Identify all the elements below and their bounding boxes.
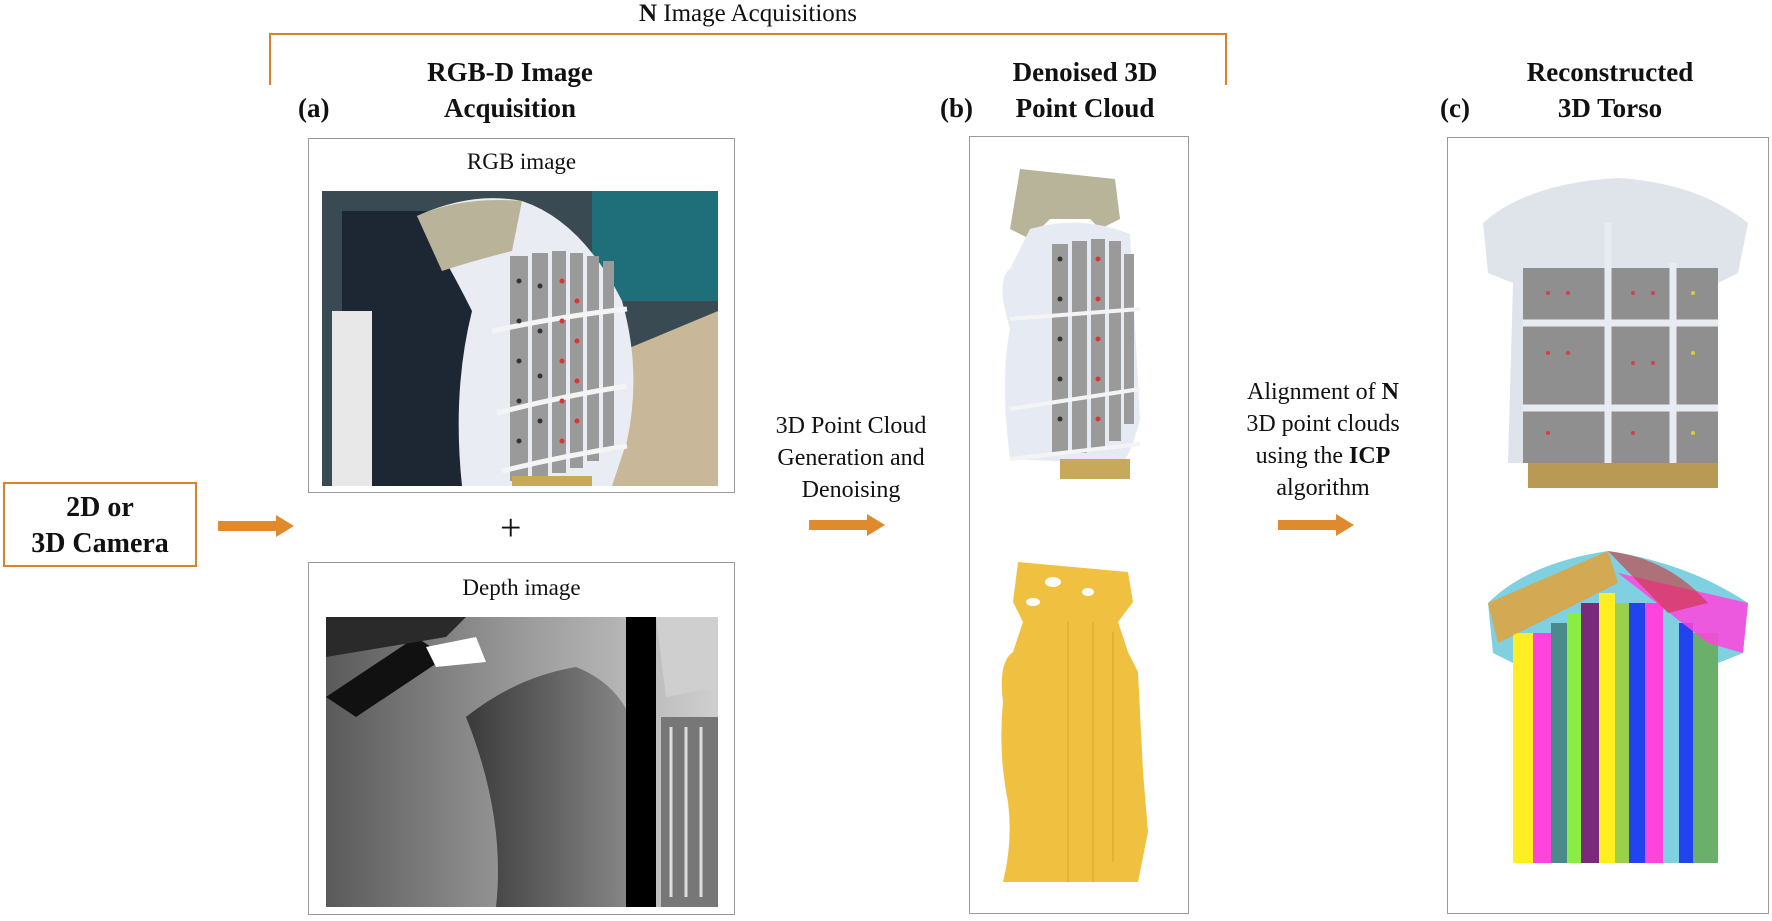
textured-point-cloud	[990, 159, 1170, 489]
panel-a-label: (a)	[298, 93, 330, 123]
panel-b-title: Denoised 3D Point Cloud	[1012, 57, 1158, 123]
textured-reconstructed-torso	[1468, 163, 1758, 503]
denoised-point-cloud-panel	[969, 136, 1189, 914]
panel-c-title: Reconstructed 3D Torso	[1526, 57, 1694, 123]
reconstructed-torso-panel	[1447, 137, 1769, 914]
multicolor-aligned-point-clouds	[1468, 543, 1758, 888]
yellow-point-cloud	[998, 562, 1158, 887]
depth-image-caption: Depth image	[462, 575, 581, 600]
rgb-photo	[322, 191, 718, 486]
arrow-right-icon	[1278, 514, 1354, 536]
panel-a-title: RGB-D Image Acquisition	[427, 57, 593, 123]
arrow-right-icon	[809, 514, 885, 536]
panel-b-label: (b)	[940, 93, 973, 123]
n-acquisitions-bracket	[269, 33, 1227, 85]
depth-map	[326, 617, 718, 907]
rgb-image-panel: RGB image	[308, 138, 735, 493]
arrow-right-icon	[218, 515, 294, 537]
step-point-cloud-generation: 3D Point Cloud Generation and Denoising	[775, 413, 927, 503]
bracket-title: N Image Acquisitions	[638, 0, 858, 27]
panel-c-label: (c)	[1440, 93, 1470, 123]
plus-icon: +	[500, 507, 522, 549]
step-icp-alignment: Alignment of N 3D point clouds using the…	[1246, 379, 1400, 501]
rgb-image-caption: RGB image	[466, 149, 577, 174]
depth-image-panel: Depth image	[308, 562, 735, 915]
camera-box: 2D or 3D Camera	[3, 482, 197, 567]
